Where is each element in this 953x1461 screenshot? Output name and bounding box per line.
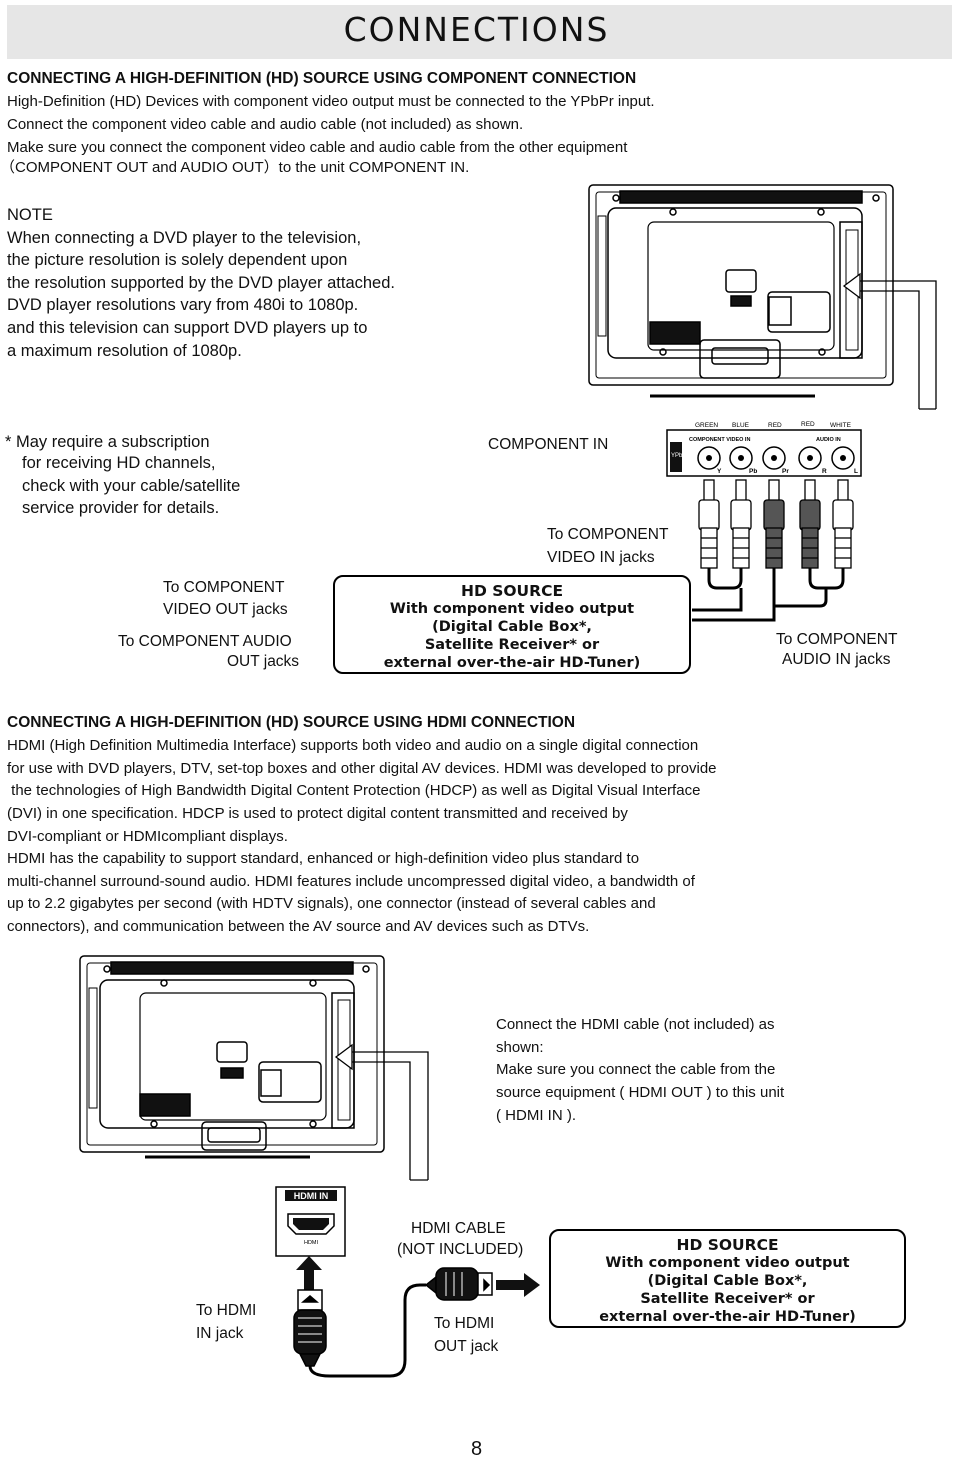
hdmi-heading: CONNECTING A HIGH-DEFINITION (HD) SOURCE… (7, 714, 576, 731)
rca-plug-pr (763, 479, 785, 569)
color-label-red-2: RED (801, 421, 815, 428)
jack-pr: Pr (782, 468, 789, 475)
component-cables (692, 568, 845, 622)
jack-y: Y (717, 468, 722, 475)
hd-source-line: external over-the-air HD-Tuner) (383, 655, 641, 671)
hdmi-instruction-1: Connect the HDMI cable (not included) as (496, 1016, 775, 1033)
hdmi-line-5: DVI-compliant or HDMIcompliant displays. (7, 828, 288, 845)
pointer-arrow-hdmi (334, 1043, 429, 1181)
color-label-red: RED (768, 422, 782, 429)
rca-plug-l (832, 479, 854, 569)
hdmi-line-4: (DVI) in one specification. HDCP is used… (7, 805, 628, 822)
component-heading: CONNECTING A HIGH-DEFINITION (HD) SOURCE… (7, 70, 637, 87)
jack-l: L (854, 468, 858, 475)
page-title: CONNECTIONS (343, 10, 610, 49)
panel-audio-label: AUDIO IN (816, 437, 841, 443)
color-label-blue: BLUE (732, 422, 750, 429)
color-label-white: WHITE (830, 422, 852, 429)
hdmi-instruction-4: source equipment ( HDMI OUT ) to this un… (496, 1084, 785, 1101)
note-line-6: a maximum resolution of 1080p. (7, 342, 242, 360)
rca-plug-y (698, 479, 720, 569)
hd-source-line: Satellite Receiver* or (424, 637, 600, 653)
hdmi-instruction-3: Make sure you connect the cable from the (496, 1061, 776, 1078)
component-line-3: Make sure you connect the component vide… (7, 139, 628, 156)
right-arrow-hd-source (496, 1273, 540, 1297)
hdmi-plug-out (424, 1267, 493, 1301)
to-video-in-2: VIDEO IN jacks (547, 549, 655, 566)
hdmi-plug-in (293, 1289, 327, 1367)
rca-plugs (698, 479, 854, 569)
to-video-out-2: VIDEO OUT jacks (163, 601, 288, 618)
tv-rear-view-component (588, 184, 894, 398)
hdmi-cable-label-2: (NOT INCLUDED) (397, 1241, 524, 1258)
hdmi-in-tag: HDMI IN (294, 1191, 329, 1201)
hd-source-line: With component video output (389, 601, 635, 617)
hdmi-instruction-2: shown: (496, 1039, 544, 1056)
hdmi-line-9: connectors), and communication between t… (7, 918, 590, 935)
rca-plug-pb (730, 479, 752, 569)
hd-source-line: (Digital Cable Box*, (432, 619, 592, 635)
panel-side-label: YPbPr (671, 453, 688, 459)
to-audio-in-2: AUDIO IN jacks (782, 651, 891, 668)
to-audio-out-2: OUT jacks (227, 653, 300, 670)
pointer-arrow-component (842, 272, 937, 410)
hdmi-line-2: for use with DVD players, DTV, set-top b… (7, 760, 717, 777)
hd-source-line: (Digital Cable Box*, (647, 1273, 808, 1289)
tv-rear-view-hdmi (79, 955, 385, 1159)
to-video-in-1: To COMPONENT (547, 526, 669, 543)
note-line-1: When connecting a DVD player to the tele… (7, 229, 362, 247)
note-line-5: and this television can support DVD play… (7, 319, 368, 337)
component-jack-panel: YPbPr COMPONENT VIDEO IN AUDIO IN GREEN … (666, 421, 862, 477)
hd-source-title: HD SOURCE (460, 582, 564, 600)
hd-source-title: HD SOURCE (676, 1236, 779, 1254)
up-arrow-hdmi-in (296, 1256, 322, 1290)
footnote-line-1: * May require a subscription (5, 433, 210, 451)
hdmi-line-6: HDMI has the capability to support stand… (7, 850, 640, 867)
to-hdmi-out-2: OUT jack (434, 1338, 499, 1355)
to-audio-in-1: To COMPONENT (776, 631, 898, 648)
note-line-2: the picture resolution is solely depende… (7, 251, 348, 269)
hdmi-instruction-5: ( HDMI IN ). (496, 1107, 576, 1124)
component-in-label: COMPONENT IN (488, 436, 609, 453)
to-video-out-1: To COMPONENT (163, 579, 285, 596)
to-hdmi-out-1: To HDMI (434, 1315, 495, 1332)
to-audio-out-1: To COMPONENT AUDIO (118, 633, 292, 650)
note-title: NOTE (7, 206, 53, 224)
component-line-2: Connect the component video cable and au… (7, 116, 524, 133)
rca-plug-r (799, 479, 821, 569)
jack-r: R (822, 468, 827, 475)
hdmi-in-port-panel: HDMI IN HDMI (275, 1186, 346, 1257)
footnote-line-4: service provider for details. (22, 499, 220, 517)
footnote-line-2: for receiving HD channels, (22, 454, 216, 472)
hd-source-line: With component video output (605, 1255, 850, 1271)
hd-source-box-component: HD SOURCE With component video output (D… (333, 575, 691, 674)
hd-source-line: external over-the-air HD-Tuner) (599, 1309, 856, 1325)
to-hdmi-in-2: IN jack (196, 1325, 244, 1342)
color-label-green: GREEN (695, 422, 718, 429)
page-number: 8 (470, 1438, 483, 1460)
hdmi-line-3: the technologies of High Bandwidth Digit… (7, 782, 701, 799)
component-line-1: High-Definition (HD) Devices with compon… (7, 93, 655, 110)
jack-pb: Pb (749, 468, 757, 475)
hdmi-line-8: up to 2.2 gigabytes per second (with HDT… (7, 895, 656, 912)
hdmi-line-7: multi-channel surround-sound audio. HDMI… (7, 873, 695, 890)
note-line-4: DVD player resolutions vary from 480i to… (7, 296, 359, 314)
hdmi-line-1: HDMI (High Definition Multimedia Interfa… (7, 737, 699, 754)
note-line-3: the resolution supported by the DVD play… (7, 274, 395, 292)
title-bar (7, 5, 952, 59)
to-hdmi-in-1: To HDMI (196, 1302, 257, 1319)
hdmi-cable-label-1: HDMI CABLE (411, 1220, 506, 1237)
panel-video-label: COMPONENT VIDEO IN (689, 437, 750, 443)
hd-source-line: Satellite Receiver* or (640, 1291, 815, 1307)
component-line-4: （COMPONENT OUT and AUDIO OUT）to the unit… (0, 159, 470, 176)
hdmi-logo-label: HDMI (304, 1240, 319, 1246)
footnote-line-3: check with your cable/satellite (22, 477, 241, 495)
hdmi-cable (308, 1283, 426, 1378)
hd-source-box-hdmi: HD SOURCE With component video output (D… (549, 1229, 906, 1328)
